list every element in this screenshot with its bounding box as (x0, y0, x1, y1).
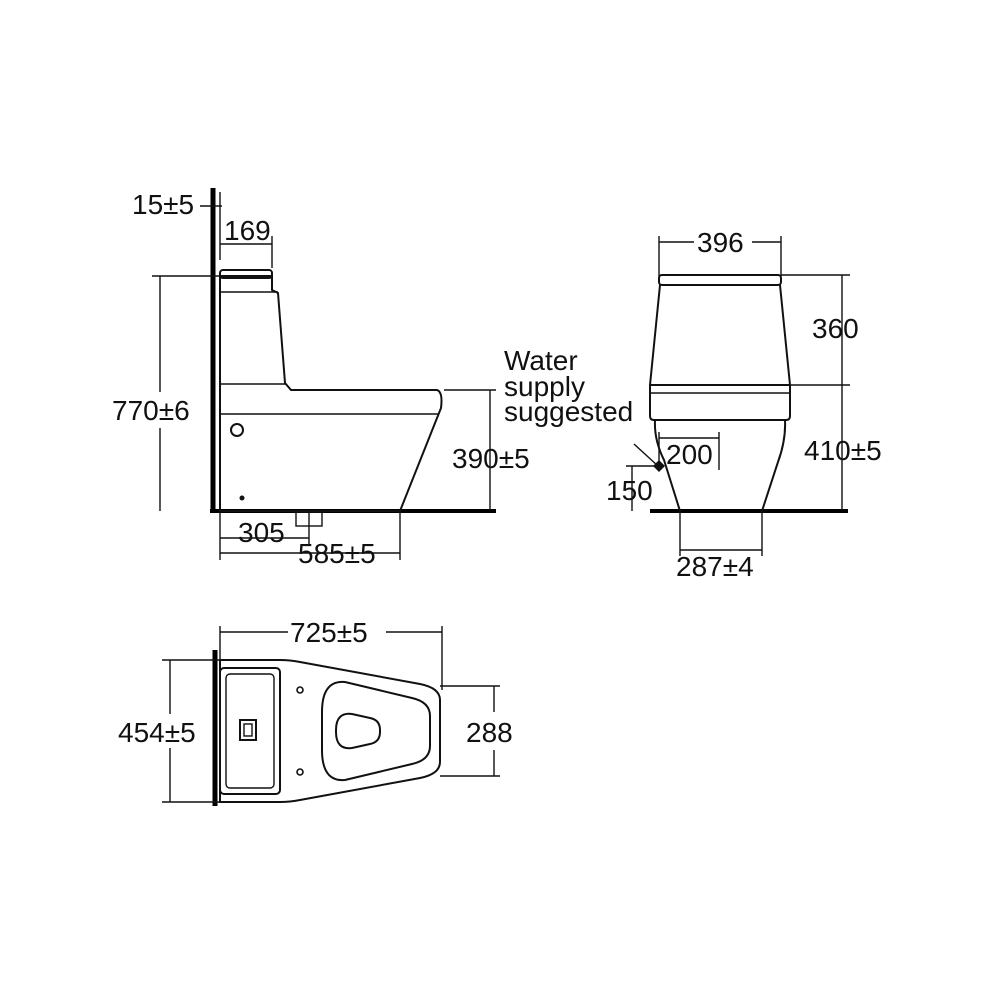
label-total-width: 454±5 (118, 717, 196, 748)
label-outlet-distance: 305 (238, 517, 285, 548)
front-tank-lid (658, 274, 782, 286)
top-tank (219, 667, 281, 795)
label-wall-gap: 15±5 (132, 189, 194, 220)
top-flush-button-inner (243, 723, 253, 737)
top-bowl-opening (335, 712, 381, 750)
label-total-height: 770±6 (112, 395, 190, 426)
label-water-2: supply (504, 371, 585, 402)
side-view: 15±5 169 770±6 390±5 305 585±5 (112, 188, 530, 569)
top-seat (321, 680, 431, 782)
label-supply-height: 150 (606, 475, 653, 506)
side-toilet-outline (219, 275, 443, 512)
label-bowl-width: 288 (466, 717, 513, 748)
label-base-length: 585±5 (298, 538, 376, 569)
label-seat-height: 390±5 (452, 443, 530, 474)
label-supply-offset: 200 (666, 439, 713, 470)
front-seat-band (649, 385, 791, 421)
label-tank-width: 396 (697, 227, 744, 258)
water-supply-note: Water supply suggested (504, 345, 633, 427)
label-tank-depth: 169 (224, 215, 271, 246)
label-tank-height: 360 (812, 313, 859, 344)
front-view: 396 360 410±5 200 150 287±4 (606, 227, 882, 582)
side-bolt (239, 495, 245, 501)
top-outline (219, 659, 441, 803)
front-supply-arrow (633, 443, 659, 467)
label-bowl-height: 410±5 (804, 435, 882, 466)
side-supply-hole (230, 423, 244, 437)
label-water-3: suggested (504, 396, 633, 427)
front-bowl (653, 419, 787, 512)
label-total-length: 725±5 (290, 617, 368, 648)
side-tank-lid (219, 269, 273, 279)
top-tank-inner (225, 673, 275, 789)
front-tank (648, 284, 792, 386)
top-view: 725±5 454±5 288 (118, 617, 513, 806)
label-water-1: Water (504, 345, 578, 376)
label-base-width: 287±4 (676, 551, 754, 582)
top-hinge-lower (296, 768, 304, 776)
top-flush-button (239, 719, 257, 741)
top-hinge-upper (296, 686, 304, 694)
